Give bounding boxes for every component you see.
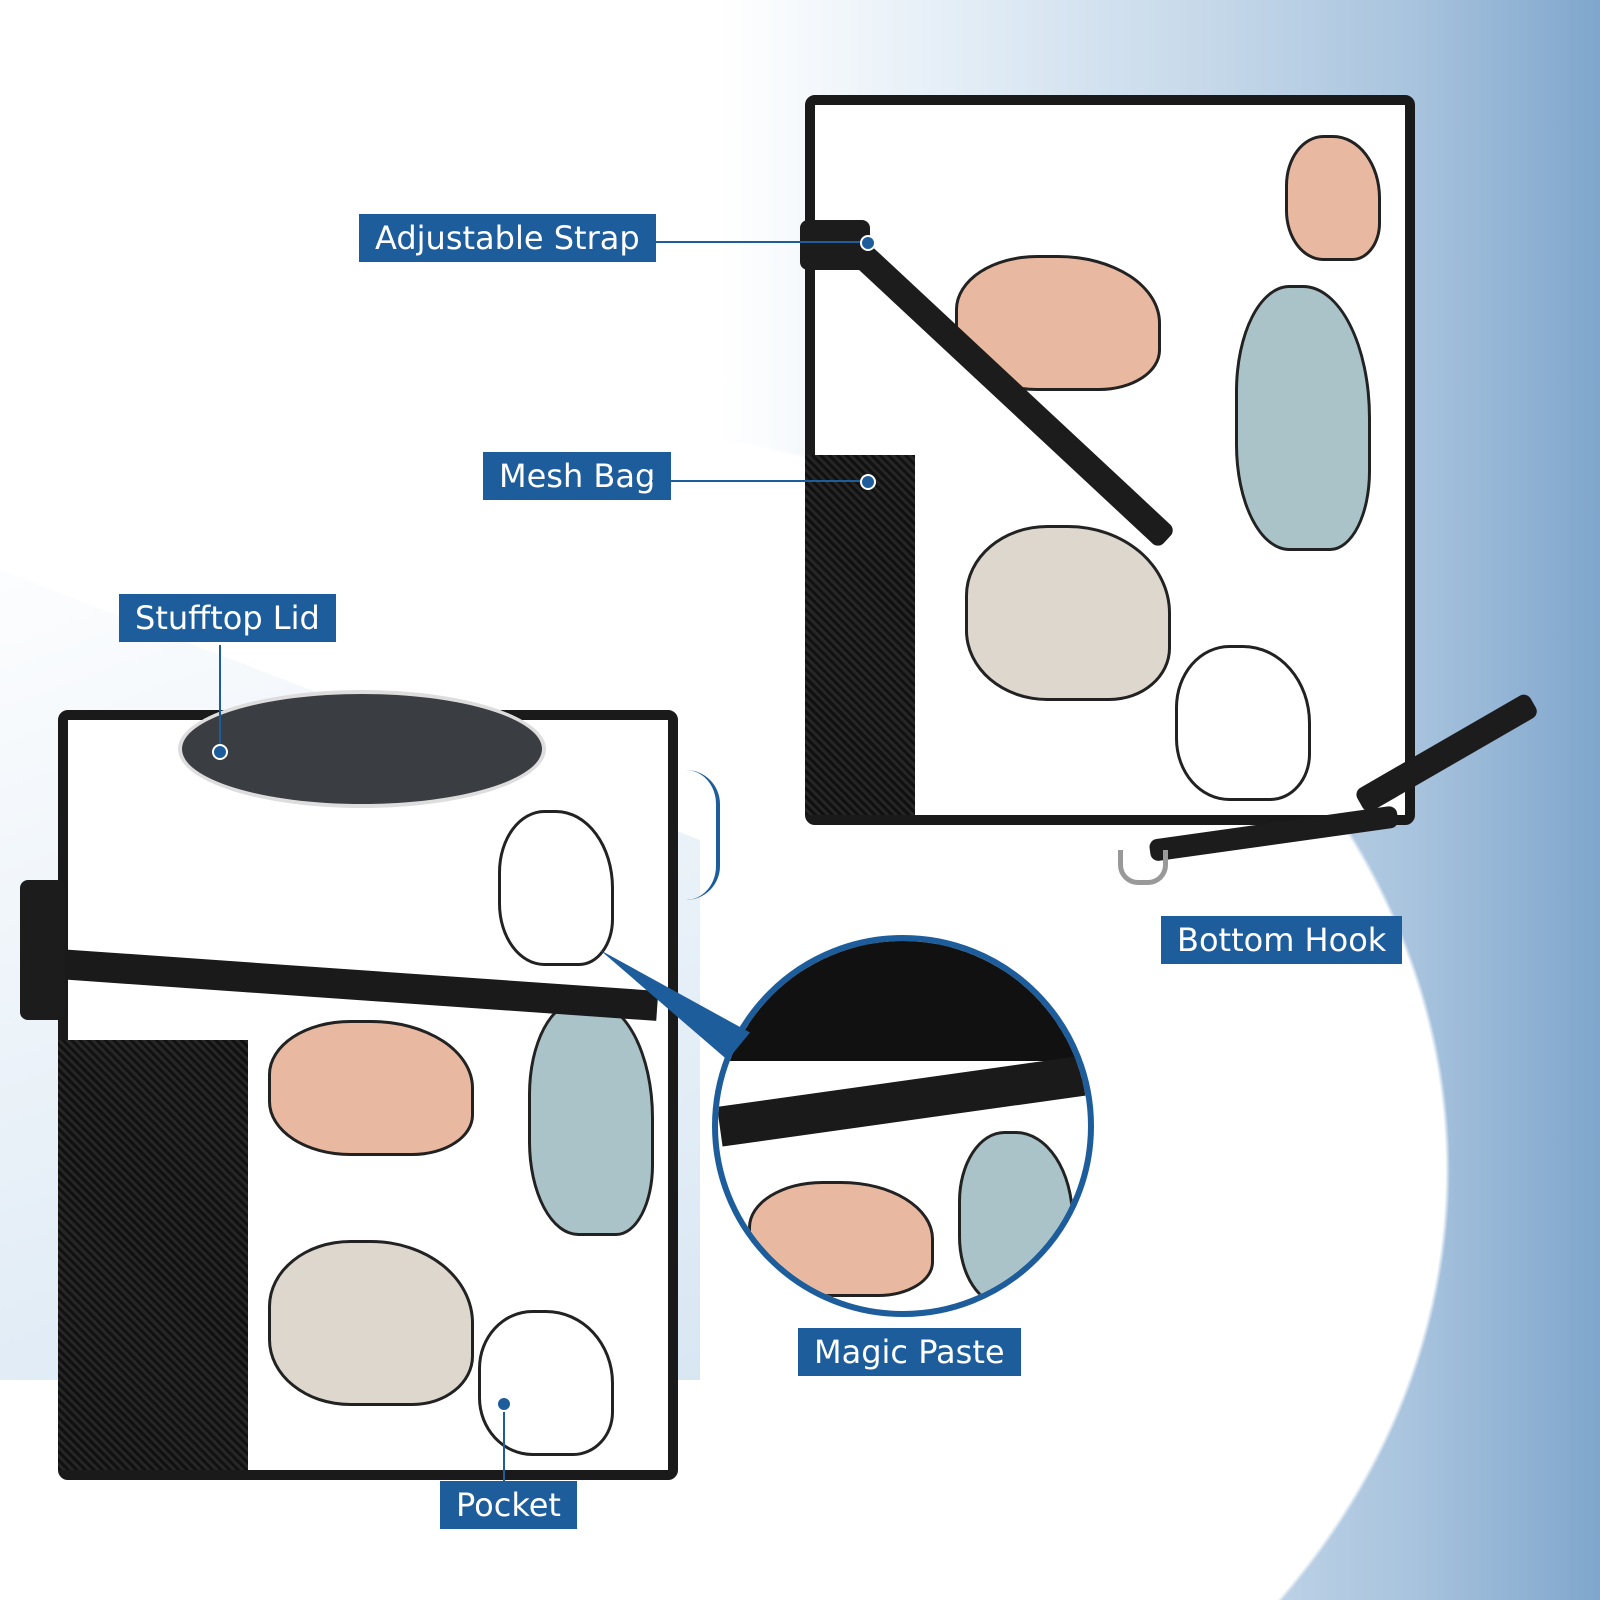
mesh-pocket xyxy=(58,1040,248,1470)
label-bottom-hook: Bottom Hook xyxy=(1161,916,1403,964)
dog-illustration xyxy=(1235,285,1371,551)
open-arrow-icon xyxy=(686,770,720,900)
callout-line xyxy=(503,1405,505,1481)
dog-illustration xyxy=(1285,135,1381,261)
buckle xyxy=(20,880,65,1020)
dog-illustration xyxy=(478,1310,614,1456)
dog-pattern xyxy=(815,105,1405,815)
velcro-strip xyxy=(718,1055,1088,1147)
callout-dot xyxy=(212,744,228,760)
label-adjustable-strap: Adjustable Strap xyxy=(359,214,656,262)
label-pocket: Pocket xyxy=(440,1481,577,1529)
dog-illustration xyxy=(268,1020,474,1156)
callout-dot xyxy=(860,474,876,490)
callout-line xyxy=(219,645,221,750)
mesh-pocket xyxy=(805,455,915,815)
dog-illustration xyxy=(528,1000,654,1236)
dog-illustration xyxy=(955,255,1161,391)
hook-icon xyxy=(1118,850,1168,885)
callout-line xyxy=(652,241,866,243)
callout-dot xyxy=(860,235,876,251)
magic-paste-closeup xyxy=(712,935,1094,1317)
stufftop-lid xyxy=(178,690,546,808)
callout-dot xyxy=(496,1396,512,1412)
dog-illustration xyxy=(268,1240,474,1406)
bag-body xyxy=(57,710,678,1480)
closeup-content xyxy=(718,941,1088,1311)
label-magic-paste: Magic Paste xyxy=(798,1328,1021,1376)
label-mesh-bag: Mesh Bag xyxy=(483,452,672,500)
dog-illustration xyxy=(1175,645,1311,801)
dog-illustration xyxy=(965,525,1171,701)
label-stufftop-lid: Stufftop Lid xyxy=(119,594,336,642)
dog-pattern xyxy=(68,720,668,1470)
dog-illustration xyxy=(498,810,614,966)
bag-body xyxy=(805,95,1415,825)
callout-line xyxy=(652,480,866,482)
